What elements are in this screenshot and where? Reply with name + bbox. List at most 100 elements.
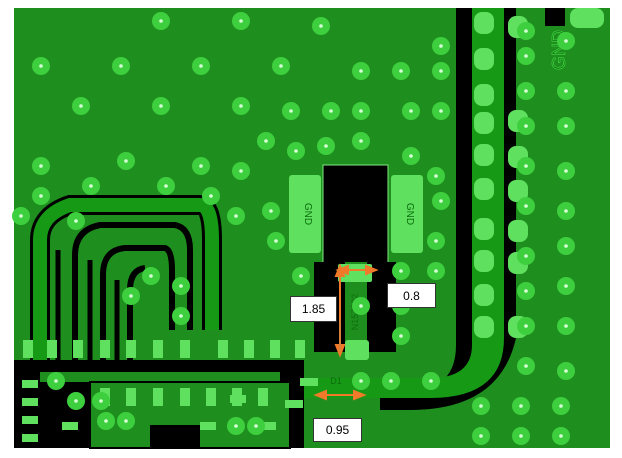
via-hole-icon [524, 124, 528, 128]
via-hole-icon [279, 64, 283, 68]
fanout-traces [30, 195, 222, 360]
via-hole-icon [99, 399, 103, 403]
via-hole-icon [269, 209, 273, 213]
via-hole-icon [359, 304, 363, 308]
double-arrow-icon [365, 264, 379, 276]
via-hole-icon [104, 419, 108, 423]
via-hole-icon [39, 64, 43, 68]
via-hole-icon [524, 254, 528, 258]
via-hole-icon [564, 284, 568, 288]
via-hole-icon [559, 434, 563, 438]
via-hole-icon [324, 144, 328, 148]
via-hole-icon [54, 379, 58, 383]
d1-label: D1 [330, 376, 342, 386]
via-hole-icon [319, 24, 323, 28]
via-hole-icon [524, 89, 528, 93]
gap-dimension-label: 0.95 [313, 418, 362, 442]
via-hole-icon [359, 69, 363, 73]
via-grid [12, 12, 575, 445]
via-hole-icon [524, 364, 528, 368]
via-hole-icon [519, 404, 523, 408]
via-hole-icon [199, 64, 203, 68]
gnd-label-left: GND [302, 203, 313, 225]
length-dimension-label: 1.85 [290, 296, 337, 322]
via-hole-icon [399, 269, 403, 273]
via-hole-icon [149, 274, 153, 278]
double-arrow-icon [313, 389, 327, 401]
width-dimension-label: 0.8 [387, 283, 436, 308]
via-hole-icon [479, 434, 483, 438]
via-hole-icon [564, 124, 568, 128]
curved-trace [300, 300, 504, 398]
double-arrow-icon [353, 389, 367, 401]
via-hole-icon [179, 314, 183, 318]
via-hole-icon [524, 289, 528, 293]
via-hole-icon [79, 104, 83, 108]
via-hole-icon [399, 334, 403, 338]
cutout-channel [502, 8, 516, 338]
via-hole-icon [564, 89, 568, 93]
dimension-arrows [313, 263, 379, 401]
via-hole-icon [524, 164, 528, 168]
via-hole-icon [559, 404, 563, 408]
gnd-label-right: GND [404, 203, 415, 225]
via-hole-icon [74, 399, 78, 403]
via-hole-icon [359, 109, 363, 113]
via-hole-icon [524, 54, 528, 58]
via-hole-icon [39, 194, 43, 198]
via-hole-icon [564, 39, 568, 43]
via-hole-icon [124, 159, 128, 163]
gnd-pad-right [391, 175, 423, 253]
via-hole-icon [359, 379, 363, 383]
via-hole-icon [209, 194, 213, 198]
via-hole-icon [119, 64, 123, 68]
via-hole-icon [564, 369, 568, 373]
via-hole-icon [159, 104, 163, 108]
via-hole-icon [299, 274, 303, 278]
via-hole-icon [359, 139, 363, 143]
via-hole-icon [329, 109, 333, 113]
double-arrow-icon [335, 264, 349, 276]
via-hole-icon [439, 69, 443, 73]
via-hole-icon [289, 109, 293, 113]
via-hole-icon [524, 29, 528, 33]
via-hole-icon [564, 324, 568, 328]
board-margin [610, 0, 622, 458]
bottom-left-trace [40, 372, 280, 382]
via-hole-icon [524, 324, 528, 328]
via-hole-icon [519, 434, 523, 438]
via-hole-icon [129, 294, 133, 298]
via-hole-icon [399, 69, 403, 73]
via-hole-icon [439, 109, 443, 113]
bottom-left-slot [150, 425, 200, 448]
via-hole-icon [274, 239, 278, 243]
cutout-channel [456, 8, 476, 353]
via-hole-icon [89, 184, 93, 188]
via-hole-icon [439, 199, 443, 203]
via-hole-icon [434, 239, 438, 243]
via-hole-icon [179, 284, 183, 288]
via-hole-icon [429, 379, 433, 383]
via-hole-icon [479, 404, 483, 408]
via-hole-icon [294, 149, 298, 153]
via-hole-icon [434, 269, 438, 273]
component-pad-bottom [345, 340, 369, 360]
via-hole-icon [159, 19, 163, 23]
via-hole-icon [389, 379, 393, 383]
via-hole-icon [524, 204, 528, 208]
via-hole-icon [234, 424, 238, 428]
center-cutout [322, 164, 389, 266]
via-hole-icon [124, 419, 128, 423]
via-hole-icon [254, 424, 258, 428]
via-hole-icon [239, 169, 243, 173]
via-hole-icon [164, 184, 168, 188]
gnd-pad-left [289, 175, 321, 253]
via-hole-icon [564, 209, 568, 213]
pad-row [22, 340, 318, 442]
via-hole-icon [564, 244, 568, 248]
via-hole-icon [39, 164, 43, 168]
via-hole-icon [199, 164, 203, 168]
via-hole-icon [239, 19, 243, 23]
